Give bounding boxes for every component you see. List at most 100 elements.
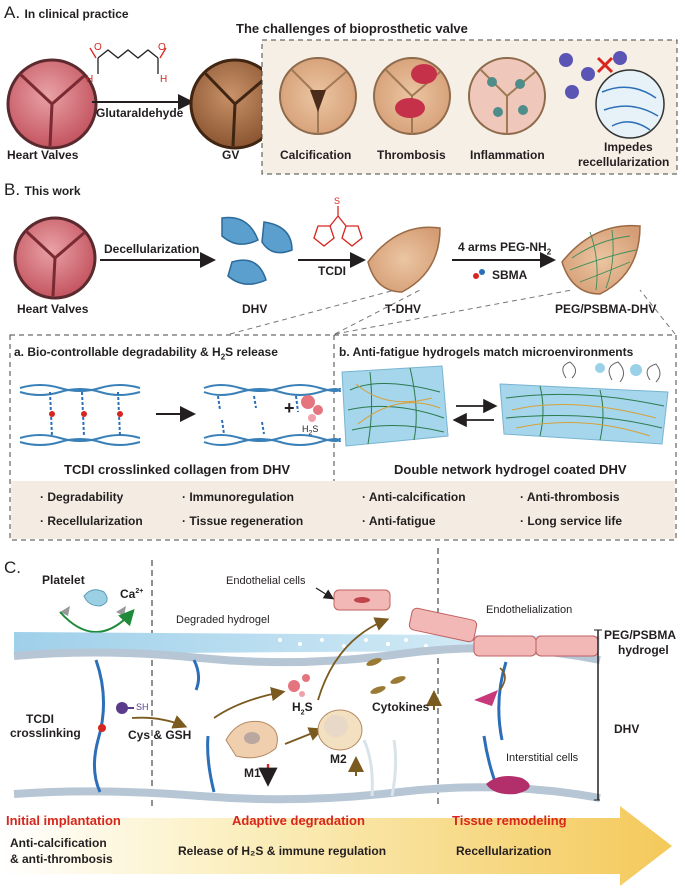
- heart-valves-b-label: Heart Valves: [17, 302, 89, 316]
- sbma-molecule-icon: [473, 269, 485, 279]
- box-a-caption: TCDI crosslinked collagen from DHV: [64, 462, 291, 477]
- endothelial-cells-label: Endothelial cells: [226, 575, 306, 587]
- interstitial-cell-icon: [474, 690, 530, 795]
- aldehyde-h2-label: H: [160, 74, 168, 85]
- bottom-anti-thrombosis: & anti-thrombosis: [10, 852, 113, 866]
- calcification-label: Calcification: [280, 148, 352, 162]
- h2s-label-b: H2S: [302, 424, 318, 437]
- peg-psbma-dhv-leaflet-icon: [561, 224, 641, 295]
- decellularization-label: Decellularization: [104, 242, 200, 256]
- plus-sign: +: [284, 398, 295, 418]
- box-a-title: a. Bio-controllable degradability & H2S …: [14, 345, 278, 361]
- h2s-c-label: H2S: [292, 700, 313, 716]
- m1-macrophage-icon: [225, 720, 278, 759]
- degraded-collagen-icon: [203, 384, 341, 446]
- endothelialization-cells-icon: [408, 607, 599, 657]
- dhv-label: DHV: [242, 302, 268, 316]
- hydrogel-block-icon: [341, 365, 449, 447]
- phase-initial-implantation: Initial implantation: [6, 813, 121, 828]
- bottom-anti-calcification: Anti-calcification: [10, 836, 107, 850]
- section-b-letter: B.: [4, 180, 21, 199]
- bottom-recellularization: Recellularization: [456, 844, 552, 858]
- feature-tissue-regeneration: · Tissue regeneration: [182, 514, 304, 528]
- box-b-caption: Double network hydrogel coated DHV: [394, 462, 627, 477]
- peg-nh2-label: 4 arms PEG-NH2: [458, 240, 551, 256]
- sh-label: SH: [136, 702, 149, 712]
- cytokines-label: Cytokines: [372, 700, 430, 714]
- h2s-molecule-icon: [301, 395, 323, 422]
- h2s-b-s: S: [312, 424, 319, 434]
- h2s-b-sub: 2: [308, 429, 313, 437]
- platelet-icon: [60, 589, 126, 616]
- challenges-title: The challenges of bioprosthetic valve: [236, 21, 468, 36]
- degraded-hydrogel-label: Degraded hydrogel: [176, 614, 270, 626]
- progression-arrow: [0, 806, 672, 886]
- calcium-text: Ca: [120, 587, 136, 601]
- feature-long-service-life: · Long service life: [520, 514, 623, 528]
- feature-anti-calcification: · Anti-calcification: [362, 490, 466, 504]
- glutaraldehyde-label: Glutaraldehyde: [96, 106, 184, 120]
- peg-nh2-text: 4 arms PEG-NH: [458, 240, 547, 254]
- hydrogel-label: hydrogel: [618, 643, 669, 657]
- feature-anti-fatigue: · Anti-fatigue: [362, 514, 436, 528]
- section-b-heading: B. This work: [4, 180, 81, 200]
- h2s-c-s: S: [304, 700, 313, 714]
- section-c-letter: C.: [4, 558, 21, 577]
- tcdi-strand-icon: [93, 659, 106, 793]
- endothelial-cell-icon: [333, 589, 391, 611]
- recellularization-label: recellularization: [578, 155, 670, 169]
- aldehyde-o2-label: O: [158, 42, 166, 53]
- box-a-title-end: S release: [225, 345, 278, 359]
- tcdi-c-label: TCDI: [26, 712, 54, 726]
- thrombosis-label: Thrombosis: [377, 148, 446, 162]
- tcdi-label: TCDI: [318, 264, 346, 278]
- aldehyde-o1-label: O: [94, 42, 102, 53]
- h2s-c-sub: 2: [300, 709, 305, 717]
- endothelialization-label: Endothelialization: [486, 604, 573, 616]
- stretched-hydrogel-icon: [499, 361, 669, 445]
- thrombosis-icon: [373, 57, 451, 135]
- section-a-letter: A.: [4, 3, 21, 22]
- h2s-c-h: H: [292, 700, 301, 714]
- peg-psbma-dhv-label: PEG/PSBMA-DHV: [555, 302, 657, 316]
- t-dhv-leaflet-icon: [367, 226, 441, 293]
- box-a-title-text: a. Bio-controllable degradability & H: [14, 345, 221, 359]
- features-band: [11, 481, 675, 539]
- heart-valves-label: Heart Valves: [7, 148, 79, 162]
- bottom-h2s-release: Release of H₂S & immune regulation: [178, 844, 387, 858]
- crosslinking-label: crosslinking: [10, 726, 81, 740]
- heart-valve-b-icon: [13, 216, 97, 300]
- sbma-label: SBMA: [492, 268, 528, 282]
- h2s-droplets-icon: [288, 674, 310, 697]
- m2-label: M2: [330, 752, 347, 766]
- tcdi-sulfur-label: S: [334, 196, 341, 206]
- glutaraldehyde-molecule-icon: [89, 47, 167, 74]
- feature-anti-thrombosis: · Anti-thrombosis: [520, 490, 620, 504]
- peg-nh2-subscript: 2: [546, 247, 552, 257]
- feature-degradability: · Degradability: [40, 490, 124, 504]
- inflammation-label: Inflammation: [470, 148, 545, 162]
- inflammation-icon: [468, 57, 546, 135]
- this-work-box: [9, 334, 677, 541]
- calcium-label: Ca2+: [120, 587, 143, 601]
- t-dhv-label: T-DHV: [385, 302, 421, 316]
- peg-psbma-label: PEG/PSBMA: [604, 628, 677, 642]
- section-a-heading: A. In clinical practice: [4, 3, 129, 23]
- box-b-title: b. Anti-fatigue hydrogels match microenv…: [339, 345, 634, 359]
- dhv-c-label: DHV: [614, 722, 640, 736]
- feature-immunoregulation: · Immunoregulation: [182, 490, 294, 504]
- impedes-recellularization-icon: [559, 51, 665, 139]
- dhv-leaflets-icon: [221, 216, 293, 285]
- gv-label: GV: [222, 148, 240, 162]
- m2-macrophage-icon: [317, 709, 363, 751]
- h2s-b-h: H: [302, 424, 309, 434]
- section-a-title: In clinical practice: [24, 7, 129, 21]
- calcium-superscript: 2+: [135, 588, 144, 595]
- cytokine-leaves-icon: [366, 658, 406, 694]
- impedes-label: Impedes: [604, 140, 653, 154]
- interstitial-cells-label: Interstitial cells: [506, 752, 579, 764]
- gv-valve-icon: [189, 58, 281, 150]
- platelet-label: Platelet: [42, 573, 85, 587]
- cys-gsh-label: Cys & GSH: [128, 728, 192, 742]
